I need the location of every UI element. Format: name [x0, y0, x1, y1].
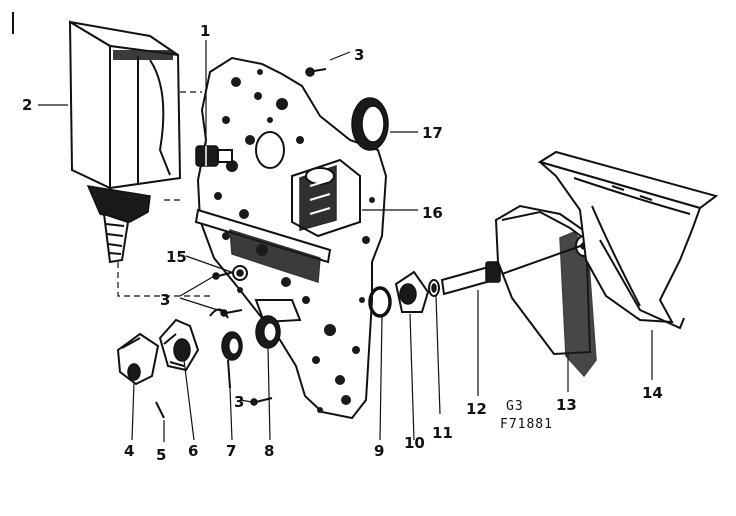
callout-6: 6	[188, 442, 198, 460]
drawing-code: G3	[506, 399, 524, 414]
leader-lines	[38, 40, 653, 442]
callout-3-top: 3	[354, 46, 364, 64]
callout-labels: 1 2 3 3 3 4 5 6 7 8 9 10 11 12 13 14 15 …	[22, 22, 663, 464]
part-13-cover	[494, 204, 597, 378]
callout-4: 4	[124, 442, 134, 460]
figure-number: F71881	[500, 417, 553, 432]
part-6-cam	[158, 318, 200, 372]
part-5-pin	[155, 401, 165, 419]
callout-9: 9	[374, 442, 384, 460]
callout-7: 7	[226, 442, 236, 460]
callout-17: 17	[422, 124, 443, 142]
callout-14: 14	[642, 384, 663, 402]
callout-10: 10	[404, 434, 425, 452]
part-14-housing	[537, 150, 719, 330]
part-9-o-ring	[368, 286, 392, 318]
callout-1: 1	[200, 22, 210, 40]
callout-3-mid: 3	[160, 291, 170, 309]
part-3-screw-top	[305, 67, 327, 77]
part-4-knob	[116, 332, 160, 386]
part-2-control-housing	[68, 20, 182, 264]
callout-12: 12	[466, 400, 487, 418]
callout-11: 11	[432, 424, 453, 442]
part-11-ring	[428, 279, 440, 297]
callout-15: 15	[166, 248, 187, 266]
callout-13: 13	[556, 396, 577, 414]
callout-16: 16	[422, 204, 443, 222]
part-7-spring	[209, 308, 243, 389]
part-16-solenoid	[291, 158, 361, 238]
callout-3-low: 3	[234, 393, 244, 411]
part-12-shaft	[440, 261, 501, 396]
part-1-stud	[195, 145, 233, 167]
callout-5: 5	[156, 446, 166, 464]
part-10-flange-nut	[394, 270, 430, 313]
part-15-washer	[232, 265, 248, 281]
callout-2: 2	[22, 96, 32, 114]
part-17-ring	[351, 97, 389, 151]
part-15-lever	[194, 208, 332, 324]
callout-8: 8	[264, 442, 274, 460]
part-8-bushing	[255, 315, 281, 349]
